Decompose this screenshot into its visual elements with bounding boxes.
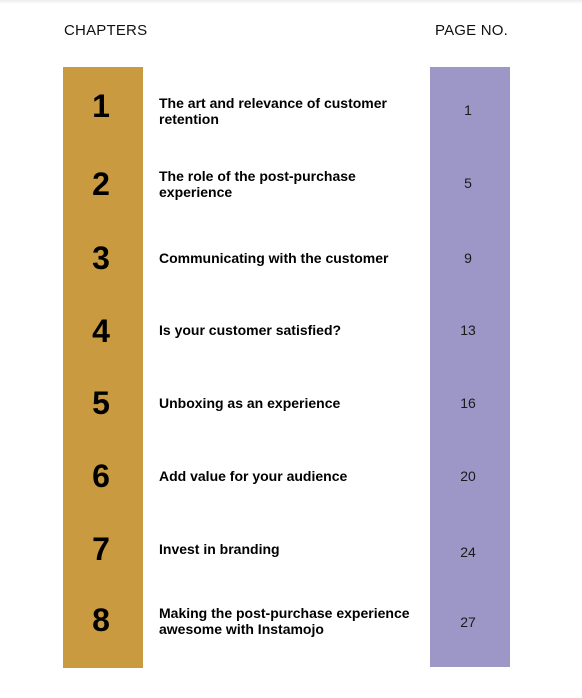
chapter-number: 1	[92, 88, 110, 124]
chapter-page-number: 16	[460, 395, 476, 411]
chapter-page-number: 20	[460, 468, 476, 484]
chapter-title[interactable]: The art and relevance of customer retent…	[159, 95, 387, 127]
chapter-page-number: 27	[460, 614, 476, 630]
chapter-number: 3	[92, 240, 110, 276]
chapter-title[interactable]: The role of the post-purchase experience	[159, 168, 356, 200]
chapter-page-number: 24	[460, 544, 476, 560]
chapter-number: 7	[92, 531, 110, 567]
page-number-header: PAGE NO.	[435, 22, 509, 39]
chapter-number: 8	[92, 602, 110, 638]
chapters-header: CHAPTERS	[64, 22, 148, 39]
chapter-page-number: 9	[464, 250, 472, 266]
chapter-title[interactable]: Unboxing as an experience	[159, 395, 341, 411]
page-number-column	[430, 67, 510, 667]
chapter-number: 2	[92, 166, 110, 202]
chapter-title[interactable]: Add value for your audience	[159, 468, 348, 484]
chapter-title[interactable]: Making the post-purchase experience awes…	[159, 605, 410, 637]
chapter-number: 4	[92, 313, 110, 349]
chapter-number: 6	[92, 458, 110, 494]
chapter-title[interactable]: Invest in branding	[159, 541, 280, 557]
chapter-title[interactable]: Communicating with the customer	[159, 250, 389, 266]
chapter-title[interactable]: Is your customer satisfied?	[159, 322, 342, 338]
top-edge-shadow	[0, 0, 582, 4]
chapter-page-number: 13	[460, 322, 476, 338]
chapter-page-number: 1	[464, 102, 472, 118]
chapter-number: 5	[92, 385, 110, 421]
chapter-number-column	[63, 67, 143, 668]
chapter-page-number: 5	[464, 175, 472, 191]
